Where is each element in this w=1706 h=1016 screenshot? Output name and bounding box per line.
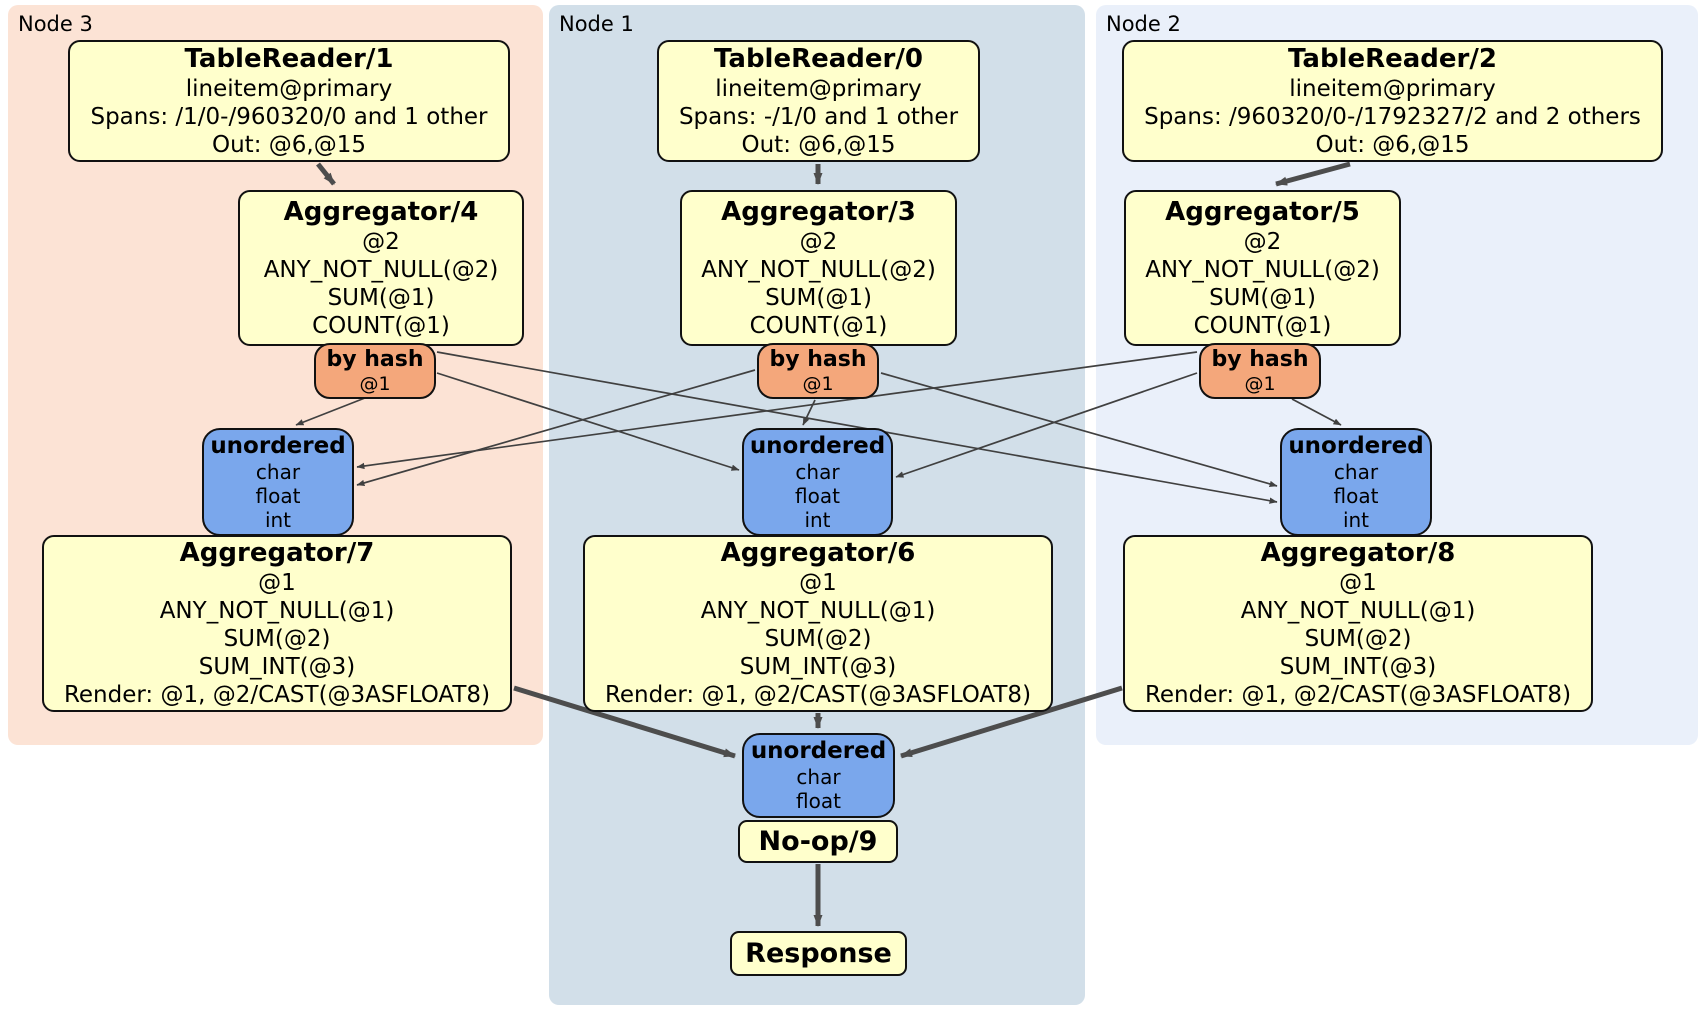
- tablereader-2-box: TableReader/2 lineitem@primary Spans: /9…: [1122, 40, 1663, 162]
- aggregator-5-title: Aggregator/5: [1165, 196, 1360, 227]
- aggregator-8-title: Aggregator/8: [1260, 538, 1456, 568]
- unordered-sync-6: unordered char float int: [742, 428, 893, 536]
- tablereader-1-title: TableReader/1: [184, 43, 394, 74]
- aggregator-7-box: Aggregator/7 @1 ANY_NOT_NULL(@1) SUM(@2)…: [42, 535, 512, 712]
- tablereader-0-box: TableReader/0 lineitem@primary Spans: -/…: [657, 40, 980, 162]
- hash-router-3: by hash @1: [757, 343, 879, 399]
- noop-9-box: No-op/9: [738, 820, 898, 863]
- tablereader-2-title: TableReader/2: [1288, 43, 1497, 74]
- node2-label: Node 2: [1106, 12, 1181, 36]
- aggregator-3-box: Aggregator/3 @2 ANY_NOT_NULL(@2) SUM(@1)…: [680, 190, 957, 346]
- hash-router-5: by hash @1: [1199, 343, 1321, 399]
- tablereader-0-title: TableReader/0: [714, 43, 923, 74]
- aggregator-5-box: Aggregator/5 @2 ANY_NOT_NULL(@2) SUM(@1)…: [1124, 190, 1401, 346]
- node3-label: Node 3: [18, 12, 93, 36]
- unordered-sync-8: unordered char float int: [1280, 428, 1432, 536]
- aggregator-7-title: Aggregator/7: [179, 538, 375, 568]
- noop-9-title: No-op/9: [758, 826, 878, 857]
- aggregator-6-box: Aggregator/6 @1 ANY_NOT_NULL(@1) SUM(@2)…: [583, 535, 1053, 712]
- response-title: Response: [745, 938, 892, 969]
- unordered-sync-final: unordered char float: [742, 733, 895, 818]
- hash-router-4: by hash @1: [314, 343, 436, 399]
- aggregator-6-title: Aggregator/6: [720, 538, 916, 568]
- aggregator-3-title: Aggregator/3: [721, 196, 916, 227]
- aggregator-4-title: Aggregator/4: [283, 196, 479, 227]
- aggregator-4-box: Aggregator/4 @2 ANY_NOT_NULL(@2) SUM(@1)…: [238, 190, 524, 346]
- node1-label: Node 1: [559, 12, 634, 36]
- aggregator-8-box: Aggregator/8 @1 ANY_NOT_NULL(@1) SUM(@2)…: [1123, 535, 1593, 712]
- tablereader-1-box: TableReader/1 lineitem@primary Spans: /1…: [68, 40, 510, 162]
- unordered-sync-7: unordered char float int: [202, 428, 354, 536]
- response-box: Response: [730, 931, 907, 976]
